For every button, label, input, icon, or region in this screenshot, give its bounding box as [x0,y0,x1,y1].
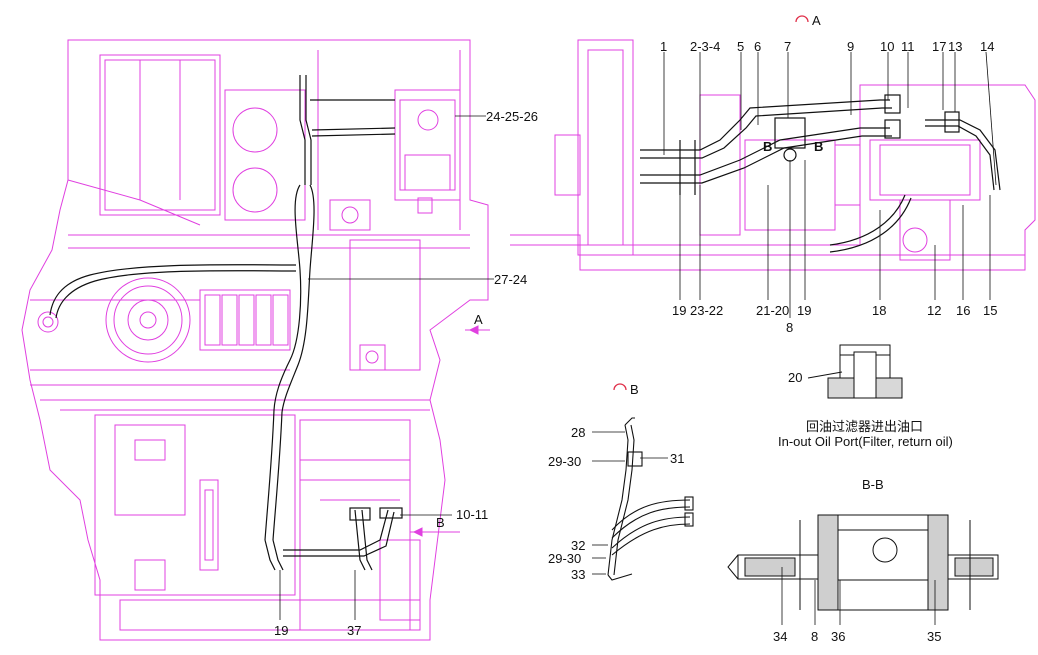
callout-36: 36 [831,629,846,644]
view-b-marker-arc [613,383,627,391]
swivel-joint-assembly [37,277,191,363]
callout-10: 10 [880,39,895,54]
callout-13: 13 [948,39,963,54]
callout-24-25-26: 24-25-26 [486,109,539,124]
callout-35: 35 [927,629,942,644]
callout-15: 15 [983,303,998,318]
oil-port-caption-en: In-out Oil Port(Filter, return oil) [778,434,953,449]
callout-23-22: 23-22 [690,303,724,318]
view-b-pipes [607,417,694,581]
section-arrow-a-label: A [474,312,483,327]
section-arrow-a [465,325,490,335]
callout-32: 32 [571,538,586,553]
callout-9: 9 [847,39,855,54]
callout-27-24: 27-24 [494,272,528,287]
callout-2-3-4: 2-3-4 [690,39,721,54]
view-a-frame [510,39,1036,271]
callout-31: 31 [670,451,685,466]
machine-frame-outline [21,39,489,641]
section-arrow-b-label: B [436,515,445,530]
view-b-title: B [630,382,639,397]
view-a-pipes [640,94,1001,253]
section-b-b-title: B-B [862,477,884,492]
control-valve-block [199,289,291,351]
callout-29-30-upper: 29-30 [548,454,582,469]
view-b-leader-lines [592,431,668,575]
callout-7: 7 [784,39,792,54]
main-pump-top-view [394,89,461,214]
view-a-leader-lines [308,51,997,318]
callout-6: 6 [754,39,762,54]
callout-11: 11 [901,39,915,54]
view-a-marker-arc [795,15,809,23]
callout-28: 28 [571,425,586,440]
callout-16: 16 [956,303,971,318]
callout-5: 5 [737,39,745,54]
callout-19-view-a: 19 [672,303,687,318]
leader-lines-main-bottom [279,514,452,620]
view-a-mark-b-left: B [763,139,773,154]
callout-19-view-a-2: 19 [797,303,812,318]
callout-21-20: 21-20 [756,303,790,318]
callout-18: 18 [872,303,887,318]
oil-port-caption-cn: 回油过滤器进出油口 [806,419,924,434]
hydraulic-pipes-main-view [49,75,403,571]
callout-8: 8 [786,320,794,335]
callout-17: 17 [932,39,947,54]
callout-19-main: 19 [274,623,289,638]
callout-1: 1 [660,39,668,54]
callout-29-30-lower: 29-30 [548,551,582,566]
oil-port-fitting-section [807,344,903,399]
view-a-title: A [812,13,821,28]
callout-33: 33 [571,567,586,582]
callout-14: 14 [980,39,995,54]
callout-10-11-main: 10-11 [456,507,489,522]
view-a-mark-b-right: B [814,139,824,154]
section-b-b-leader-lines [781,567,936,625]
callout-8-section: 8 [811,629,819,644]
callout-34: 34 [773,629,788,644]
callout-12: 12 [927,303,942,318]
section-b-b-drawing [727,514,999,611]
callout-37: 37 [347,623,362,638]
section-arrow-b [410,527,460,537]
callout-20-oil-port: 20 [788,370,803,385]
